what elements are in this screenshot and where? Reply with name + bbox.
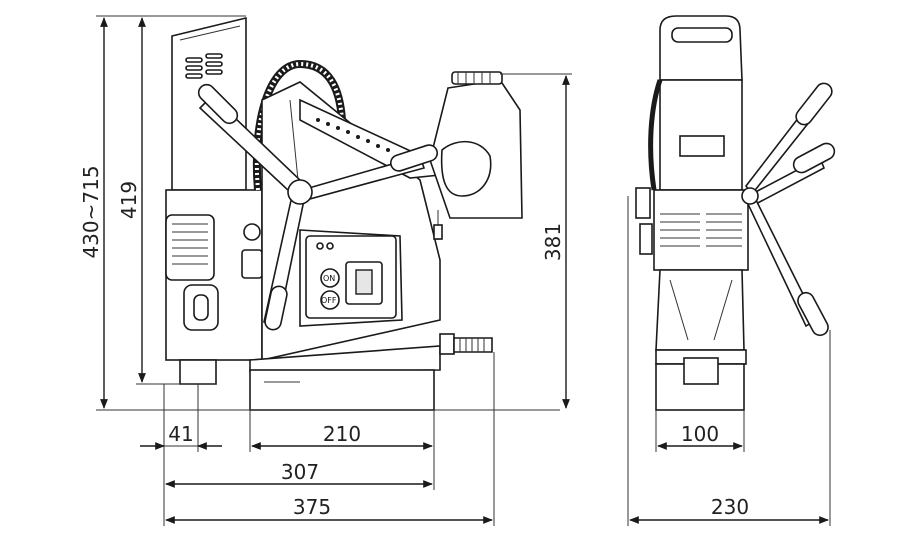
motor-vents-icon: [185, 53, 223, 79]
dim-length-total: 375: [293, 495, 331, 519]
dim-offset-small: 41: [168, 422, 193, 446]
side-view: [635, 15, 836, 411]
dim-side-total-width: 230: [711, 495, 749, 519]
dim-side-base-width: 100: [681, 422, 719, 446]
dim-height-body: 419: [117, 181, 141, 219]
dim-height-range: 430~715: [79, 165, 103, 258]
feed-handle-icon: [197, 83, 439, 331]
side-handle-icon: [741, 82, 836, 337]
dim-length-mid: 307: [281, 460, 319, 484]
off-label: OFF: [321, 296, 337, 305]
dimension-lines: [96, 15, 831, 526]
on-label: ON: [323, 274, 335, 283]
dim-height-side: 381: [541, 223, 565, 261]
dim-base-length: 210: [323, 422, 361, 446]
front-view: ON OFF: [165, 16, 523, 411]
